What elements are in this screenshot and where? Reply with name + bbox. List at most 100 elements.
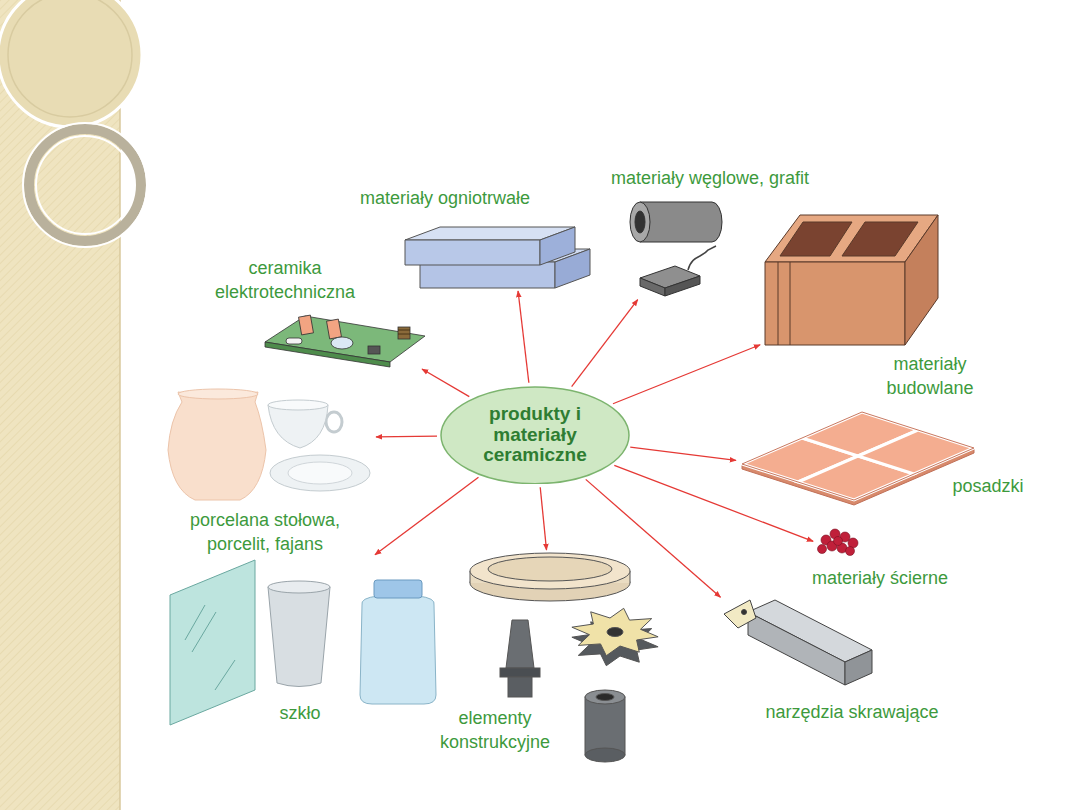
tableware [178,389,258,399]
product-group: ceramika elektrotechniczna [262,312,427,368]
tableware [326,412,342,432]
product-group: narzędzia skrawające [722,598,874,690]
gear-wheel [572,608,658,665]
arrow-connector [630,447,736,460]
product-group: szkło [165,556,445,726]
arrow-connector [422,369,469,397]
structural-parts [470,553,658,762]
arrow-connector [540,487,546,550]
tableware [288,462,352,484]
structural-parts [470,553,630,589]
cutting-tool [748,612,845,685]
gear-wheel [572,608,658,655]
abrasive-grains [834,537,843,546]
building-block [905,215,938,345]
tableware [168,392,266,500]
tableware [268,405,328,448]
glassware [374,580,422,598]
floor-tiles [858,430,974,474]
category-label: szkło [279,701,320,725]
cutting-tool [845,650,872,685]
circuit-board [398,334,410,335]
circuit-board [398,330,410,331]
side-band [29,129,141,241]
abrasive-grains [818,529,859,556]
structural-parts [500,668,540,677]
arrow-connector [518,291,529,383]
graphite-parts [630,202,650,242]
graphite-parts [665,276,700,296]
gear-wheel [607,628,623,637]
building-block [790,262,791,345]
circuit-board [299,315,314,335]
circuit-board [331,337,353,349]
glassware [268,581,330,593]
building-block [778,262,779,345]
glassware [268,587,330,687]
graphite-parts [688,246,716,270]
circuit-board [327,319,342,339]
cutting-tool [742,610,747,615]
structural-parts [506,620,534,668]
structural-parts [508,677,532,697]
side-band [8,0,132,117]
product-group: elementy konstrukcyjne [465,552,670,762]
circuit-board [286,338,302,344]
arrow-connector [613,345,760,404]
side-band [36,136,134,234]
glassware [170,560,255,725]
cutting-tool [724,600,756,628]
category-label: posadzki [952,474,1023,498]
tableware [168,389,370,500]
circuit-board [265,315,425,367]
floor-tiles [742,412,974,505]
circuit-board [398,327,410,339]
abrasive-grains [846,547,855,556]
product-group: materiały ogniotrwałe [405,227,590,289]
side-band [0,0,142,127]
glassware [215,660,235,690]
category-label: elementy konstrukcyjne [433,706,558,754]
glassware [360,596,436,704]
graphite-parts [630,202,722,296]
circuit-board [265,342,390,367]
arrow-connector [376,435,437,437]
product-group: posadzki [738,410,976,506]
arrow-connector [572,300,638,387]
product-group: materiały budowlane [762,212,940,348]
glassware [170,560,436,725]
arrow-connector [375,477,479,554]
category-label: narzędzia skrawające [765,700,938,724]
structural-parts [488,557,612,581]
structural-parts [585,690,625,704]
side-band [23,123,147,247]
category-label: materiały węglowe, grafit [611,166,809,190]
hub-outline [441,387,629,484]
graphite-parts [635,211,645,233]
side-band [119,0,121,810]
building-block [765,215,938,345]
refractory-bricks [405,227,590,288]
category-label: porcelana stołowa, porcelit, fajans [165,508,365,556]
tableware [268,400,328,410]
structural-parts [585,697,625,755]
glassware [192,612,216,652]
structural-parts [585,748,625,762]
category-label: ceramika elektrotechniczna [205,256,365,304]
category-label: materiały ogniotrwałe [360,186,530,210]
building-block [842,222,918,256]
arrow-connector [586,479,721,597]
category-label: materiały ścierne [812,566,948,590]
circuit-board [368,346,380,354]
graphite-parts [640,278,665,296]
hub-ellipse: produkty i materiały ceramiczne [440,386,630,485]
building-block [780,222,852,256]
product-group: porcelana stołowa, porcelit, fajans [162,382,374,504]
structural-parts [596,694,614,701]
cutting-tool [724,600,872,685]
side-band [0,0,147,810]
tableware [270,455,370,491]
abrasive-grains [818,545,827,554]
product-group: materiały węglowe, grafit [628,198,723,298]
